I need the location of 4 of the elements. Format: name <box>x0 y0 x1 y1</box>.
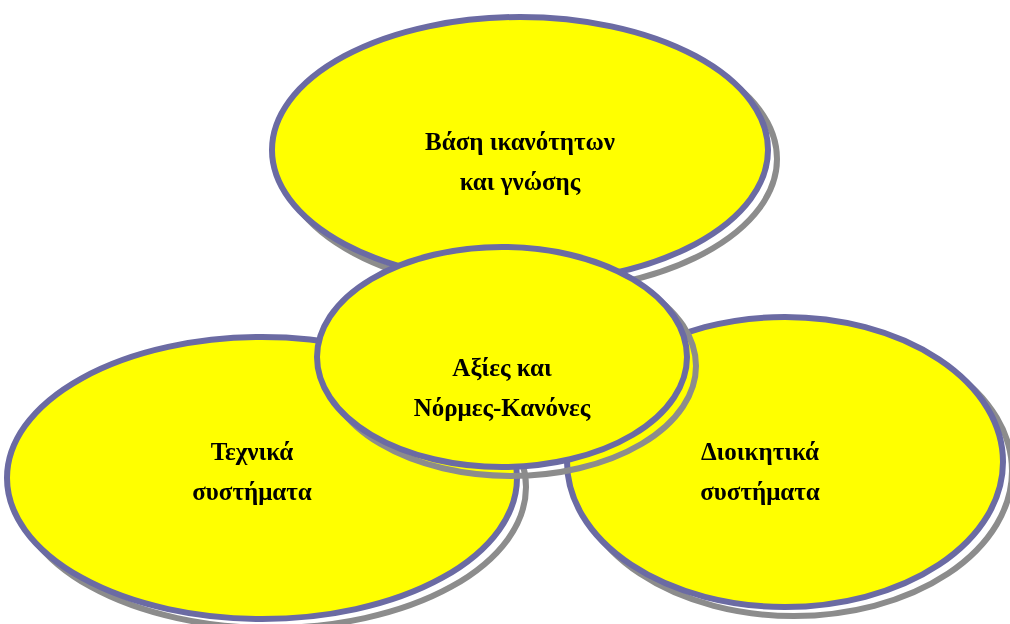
node-label: Διοικητικά συστήματα <box>699 437 821 507</box>
node-label: Αξίες και Νόρμες-Κανόνες <box>412 353 592 423</box>
node-label: Τεχνικά συστήματα <box>191 437 313 507</box>
node-label: Βάση ικανότητων και γνώσης <box>424 127 616 197</box>
